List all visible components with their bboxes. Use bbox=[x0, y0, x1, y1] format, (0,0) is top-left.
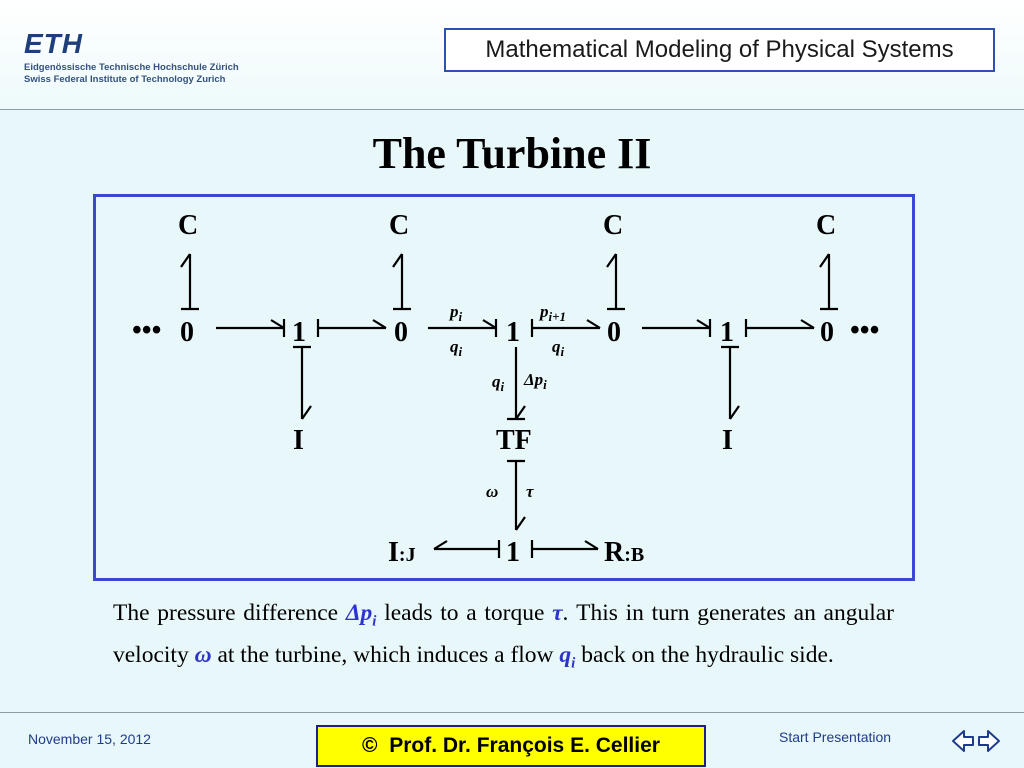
bond-graph-frame: .big { font-family: "Liberation Serif", … bbox=[93, 194, 915, 581]
logo-line-german: Eidgenössische Technische Hochschule Zür… bbox=[24, 62, 239, 73]
bond-i2 bbox=[721, 345, 740, 420]
torque-symbol: τ bbox=[552, 600, 563, 626]
bond-h4 bbox=[530, 319, 601, 337]
author-box: © Prof. Dr. François E. Cellier bbox=[316, 725, 706, 767]
logo-mark: ETH bbox=[24, 28, 83, 59]
torque-tau: τ bbox=[526, 482, 534, 501]
bond-h3 bbox=[428, 319, 498, 337]
bottom-junction: 1 bbox=[506, 537, 520, 568]
inertia-j-label: I:J bbox=[388, 537, 416, 568]
junction-0-a: 0 bbox=[180, 317, 194, 348]
copyright-symbol: © bbox=[362, 734, 378, 757]
flow-symbol: qi bbox=[559, 642, 576, 672]
pressure-difference-symbol: Δpi bbox=[345, 600, 377, 630]
inertia-label-right: I bbox=[722, 425, 733, 456]
bond-h5 bbox=[642, 319, 712, 337]
bond-graph-diagram: .big { font-family: "Liberation Serif", … bbox=[132, 210, 879, 568]
bond-h1 bbox=[216, 319, 286, 337]
bond-c3 bbox=[606, 253, 625, 311]
left-ellipsis: ••• bbox=[132, 315, 161, 346]
course-title: Mathematical Modeling of Physical System… bbox=[485, 36, 954, 63]
footer-divider bbox=[0, 712, 1024, 713]
bond-c1 bbox=[180, 253, 199, 311]
bond-tf bbox=[507, 347, 526, 421]
capacitor-label-3: C bbox=[603, 210, 623, 241]
right-ellipsis: ••• bbox=[850, 315, 879, 346]
footer-date: November 15, 2012 bbox=[28, 731, 151, 747]
junction-0-c: 0 bbox=[607, 317, 621, 348]
bond-h6 bbox=[744, 319, 815, 337]
vertical-effort-q: qi bbox=[492, 372, 505, 394]
junction-0-b: 0 bbox=[394, 317, 408, 348]
start-presentation-link[interactable]: Start Presentation bbox=[779, 729, 892, 745]
junction-0-d: 0 bbox=[820, 317, 834, 348]
inertia-label-left: I bbox=[293, 425, 304, 456]
capacitor-label-4: C bbox=[816, 210, 836, 241]
flow-variable-p: pi bbox=[448, 302, 463, 324]
flow-variable-p-next: pi+1 bbox=[538, 302, 566, 324]
author-name: Prof. Dr. François E. Cellier bbox=[389, 734, 660, 757]
eth-logo: ETH Eidgenössische Technische Hochschule… bbox=[24, 30, 239, 86]
angular-velocity-omega: ω bbox=[486, 482, 498, 501]
junction-1-c: 1 bbox=[720, 317, 734, 348]
capacitor-label-2: C bbox=[389, 210, 409, 241]
left-right-arrows-icon[interactable] bbox=[951, 727, 1001, 755]
effort-variable-q: qi bbox=[450, 337, 463, 359]
logo-line-english: Swiss Federal Institute of Technology Zu… bbox=[24, 74, 226, 85]
bond-c2 bbox=[392, 253, 411, 311]
course-title-box: Mathematical Modeling of Physical System… bbox=[444, 28, 995, 72]
junction-1-b: 1 bbox=[506, 317, 520, 348]
junction-1-a: 1 bbox=[292, 317, 306, 348]
bond-h2 bbox=[316, 319, 387, 337]
bond-1-to-resistor bbox=[530, 540, 599, 558]
bond-c4 bbox=[819, 253, 838, 311]
bond-1-to-inertia bbox=[433, 540, 501, 558]
explanation-text: The pressure difference Δpi leads to a t… bbox=[113, 600, 894, 672]
bond-tf-to-1 bbox=[507, 459, 526, 531]
resistor-b-label: R:B bbox=[604, 537, 644, 568]
header-divider bbox=[0, 109, 1024, 110]
transformer-label: TF bbox=[496, 425, 532, 456]
effort-variable-q-next: qi bbox=[552, 337, 565, 359]
bond-i1 bbox=[293, 345, 312, 420]
omega-symbol: ω bbox=[194, 642, 212, 669]
capacitor-label-1: C bbox=[178, 210, 198, 241]
pressure-difference: Δpi bbox=[523, 370, 547, 392]
slide-title: The Turbine II bbox=[372, 129, 652, 178]
